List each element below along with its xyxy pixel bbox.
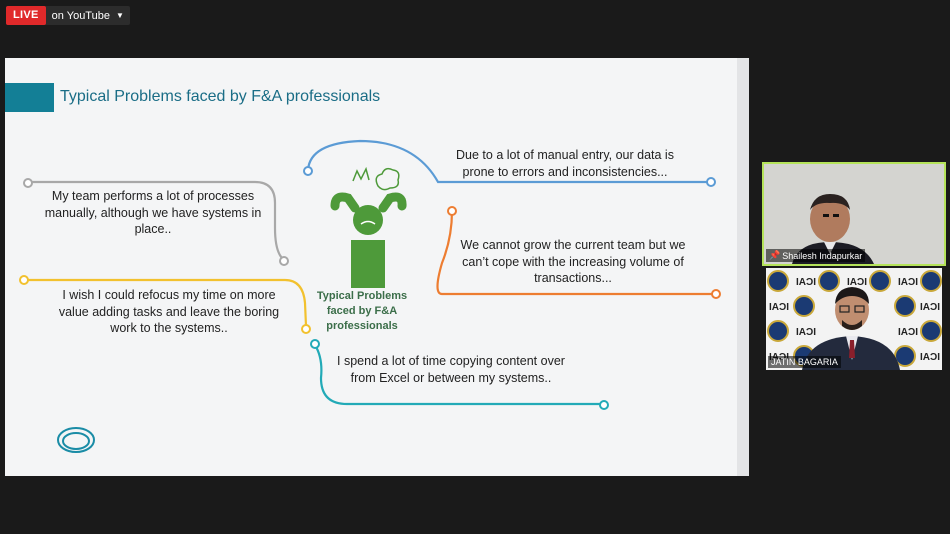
grey-node: [279, 256, 289, 266]
live-stream-badge[interactable]: LIVE on YouTube ▼: [6, 6, 130, 25]
svg-text:IAƆI: IAƆI: [769, 302, 789, 313]
svg-text:IAƆI: IAƆI: [796, 277, 816, 288]
slide-title: Typical Problems faced by F&A profession…: [60, 88, 381, 105]
title-accent-block: [5, 83, 54, 112]
connector-lines: [19, 139, 721, 453]
teal-connector: [314, 344, 602, 406]
grey-node: [23, 178, 33, 188]
problem-data-errors: Due to a lot of manual entry, our data i…: [456, 148, 674, 179]
blue-connector: [306, 139, 710, 184]
svg-text:IAƆI: IAƆI: [898, 327, 918, 338]
yellow-node: [19, 275, 29, 285]
svg-text:IAƆI: IAƆI: [847, 277, 867, 288]
central-topic-label: Typical Problems faced by F&A profession…: [316, 290, 408, 332]
orange-node: [447, 206, 457, 216]
svg-text:IAƆI: IAƆI: [796, 327, 816, 338]
blue-node: [706, 177, 716, 187]
stream-destination: on YouTube: [51, 9, 110, 22]
participant-name: JATIN BAGARIA: [771, 357, 838, 367]
yellow-node: [301, 324, 311, 334]
swirl-logo: [57, 427, 95, 453]
participant-video-active-speaker[interactable]: 📌 Shailesh Indapurkar: [762, 162, 946, 266]
teal-node: [310, 339, 320, 349]
participant-name: Shailesh Indapurkar: [782, 250, 863, 261]
svg-text:IAƆI: IAƆI: [920, 352, 940, 363]
teal-node: [599, 400, 609, 410]
participant-name-tag: 📌 Shailesh Indapurkar: [766, 249, 866, 262]
frustrated-person-icon: [330, 166, 407, 288]
problem-team-growth: We cannot grow the current team but we c…: [460, 238, 686, 285]
problem-copying-content: I spend a lot of time copying content ov…: [337, 354, 565, 385]
orange-node: [711, 289, 721, 299]
svg-text:IAƆI: IAƆI: [920, 302, 940, 313]
svg-text:IAƆI: IAƆI: [898, 277, 918, 288]
problem-manual-processes: My team performs a lot of processes manu…: [44, 189, 262, 236]
orange-connector: [436, 210, 715, 296]
problem-refocus-time: I wish I could refocus my time on more v…: [58, 288, 280, 335]
yellow-connector: [24, 278, 308, 327]
live-label: LIVE: [6, 6, 46, 25]
participant-name-tag: JATIN BAGARIA: [768, 356, 841, 368]
blue-node: [303, 166, 313, 176]
pin-icon: 📌: [769, 250, 781, 260]
chevron-down-icon: ▼: [115, 11, 124, 20]
shared-slide: Typical Problems faced by F&A profession…: [5, 58, 749, 476]
slide-scroll-strip: [737, 58, 749, 476]
grey-connector: [29, 180, 285, 261]
